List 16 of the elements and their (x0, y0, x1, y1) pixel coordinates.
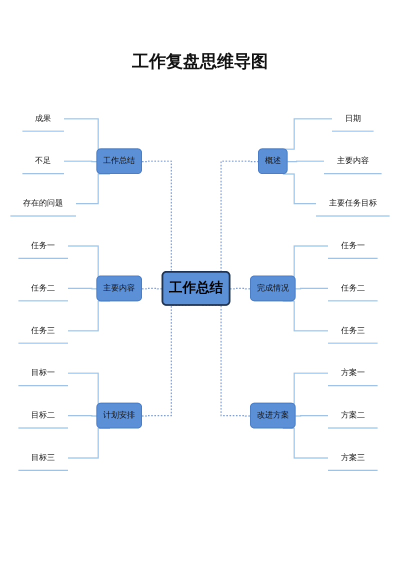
connector (282, 118, 332, 150)
connector (282, 428, 328, 459)
connector (296, 415, 328, 417)
diagram-title: 工作复盘思维导图 (132, 52, 268, 72)
connector (68, 300, 110, 332)
connector (230, 288, 251, 290)
connector (282, 173, 316, 204)
connector (68, 288, 98, 290)
connector (76, 173, 110, 204)
connector (296, 288, 328, 290)
connector (282, 300, 328, 332)
connector (64, 160, 98, 162)
connector (142, 288, 163, 290)
connector (68, 428, 110, 459)
connector (68, 415, 98, 417)
connector (288, 160, 324, 162)
